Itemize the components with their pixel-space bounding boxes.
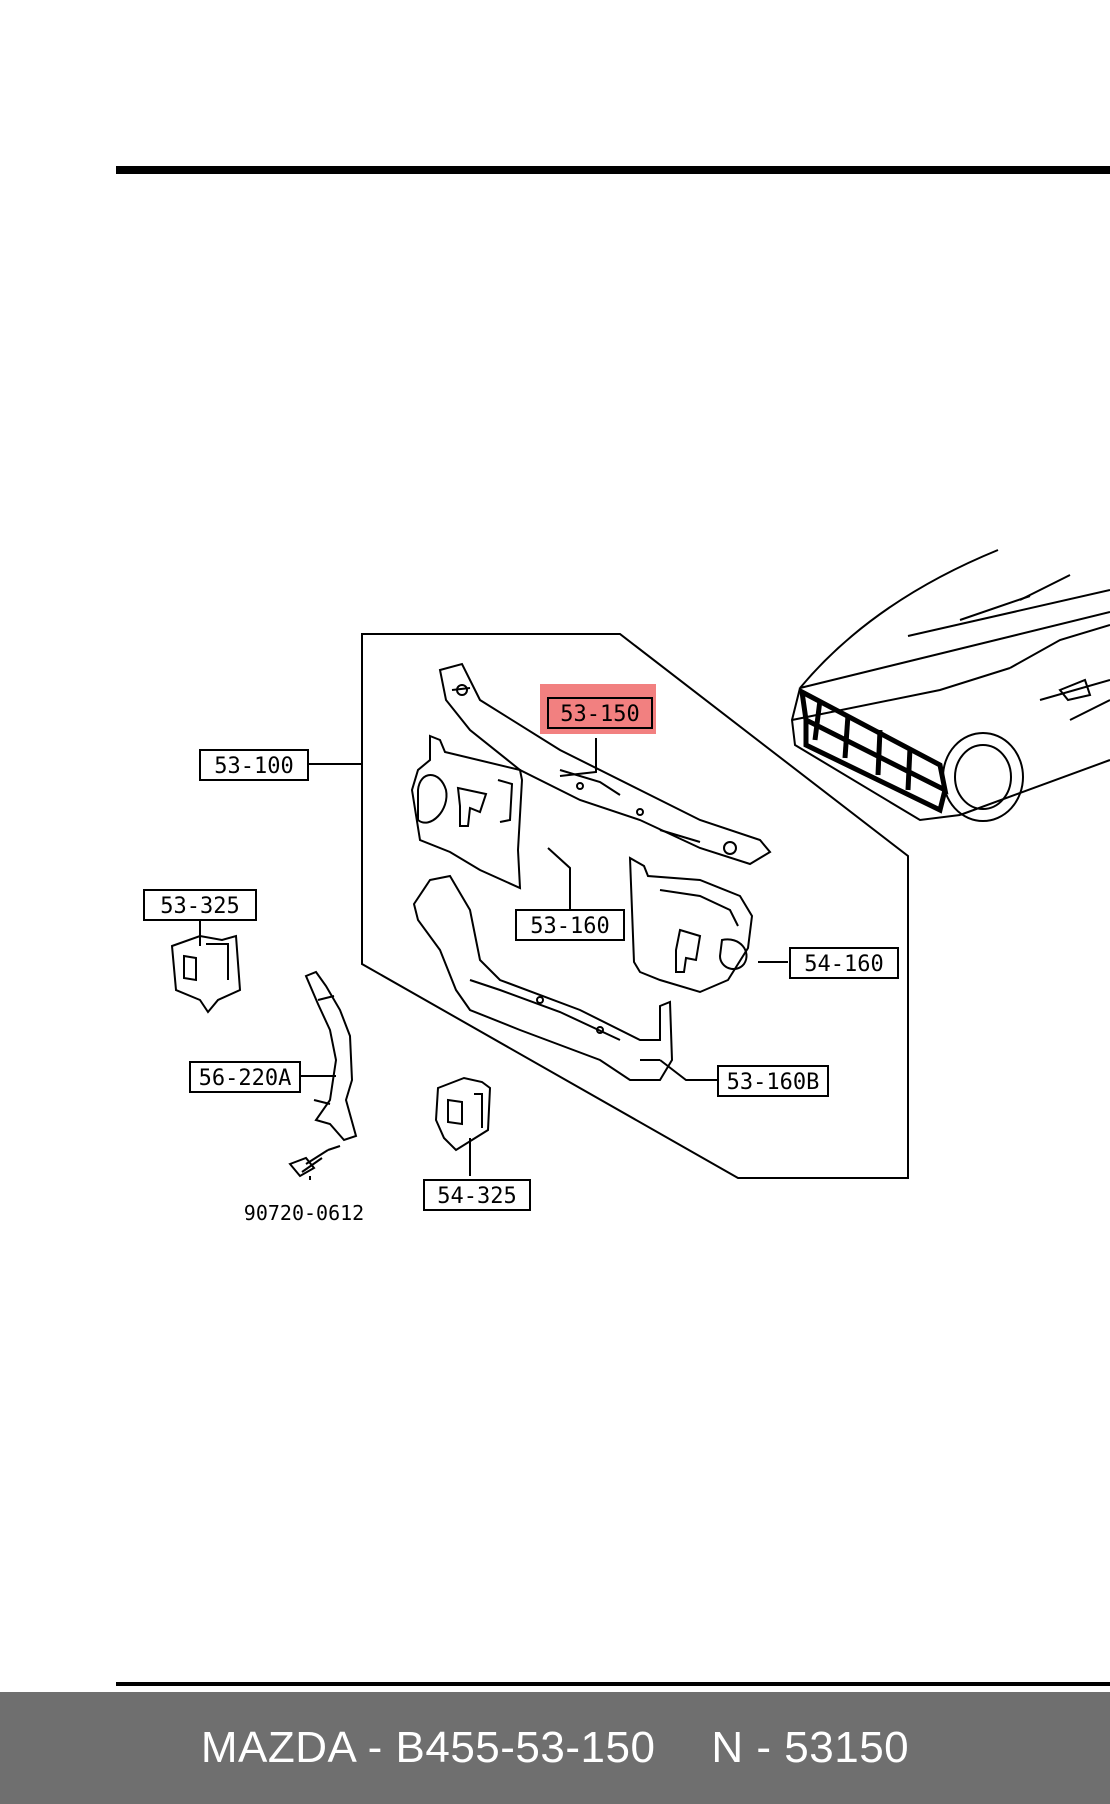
- callout-53-160-label: 53-160: [530, 914, 609, 939]
- car-illustration: [790, 549, 1110, 822]
- catalog-number-text: N - 53150: [711, 1723, 910, 1772]
- callout-54-325-label: 54-325: [437, 1184, 516, 1209]
- part-info-bar: MAZDA - B455-53-150 N - 53150: [0, 1692, 1110, 1804]
- parts-diagram: 53-100 53-150 53-160 54-160 53-325 56-22…: [116, 166, 1110, 1686]
- callout-54-160-label: 54-160: [804, 952, 883, 977]
- callout-53-150-highlight: [540, 684, 656, 734]
- bolt-label: 90720-0612: [244, 1201, 364, 1225]
- callout-53-160[interactable]: 53-160: [515, 909, 625, 941]
- bracket-54-325-part: [434, 1076, 492, 1152]
- lower-member-part: [412, 874, 674, 1081]
- bracket-53-325-part: [170, 934, 242, 1014]
- callout-53-150-box: [547, 697, 653, 729]
- callout-53-150-label: 53-150: [560, 702, 639, 727]
- assembly-group-outline: [361, 633, 909, 1179]
- callout-53-160-box: [515, 909, 625, 941]
- callout-54-325[interactable]: 54-325: [423, 1179, 531, 1211]
- bottom-rule: [116, 1682, 1110, 1686]
- callout-54-160-box: [789, 947, 899, 979]
- callout-53-325-label: 53-325: [160, 894, 239, 919]
- callout-53-100-box: [199, 749, 309, 781]
- callout-53-325-box: [143, 889, 257, 921]
- callout-56-220A-box: [189, 1061, 301, 1093]
- callout-54-160[interactable]: 54-160: [789, 947, 899, 979]
- callout-53-160B-box: [717, 1065, 829, 1097]
- callout-53-160B[interactable]: 53-160B: [717, 1065, 829, 1097]
- bracket-56-220A-part: [304, 970, 358, 1142]
- right-panel-part: [628, 856, 754, 994]
- part-number-text: MAZDA - B455-53-150: [200, 1723, 656, 1772]
- callout-53-160B-label: 53-160B: [727, 1070, 820, 1095]
- bolt-part: [288, 1145, 341, 1178]
- left-panel-part: [410, 734, 524, 890]
- grille-highlight: [798, 687, 949, 814]
- leader-lines: [199, 738, 788, 1180]
- callout-53-150[interactable]: 53-150: [547, 697, 653, 729]
- callout-56-220A[interactable]: 56-220A: [189, 1061, 301, 1093]
- callout-54-325-box: [423, 1179, 531, 1211]
- callout-53-100[interactable]: 53-100: [199, 749, 309, 781]
- top-rule: [116, 166, 1110, 174]
- callout-53-325[interactable]: 53-325: [143, 889, 257, 921]
- callout-53-100-label: 53-100: [214, 754, 293, 779]
- upper-member-part: [438, 662, 772, 866]
- callout-56-220A-label: 56-220A: [199, 1066, 292, 1091]
